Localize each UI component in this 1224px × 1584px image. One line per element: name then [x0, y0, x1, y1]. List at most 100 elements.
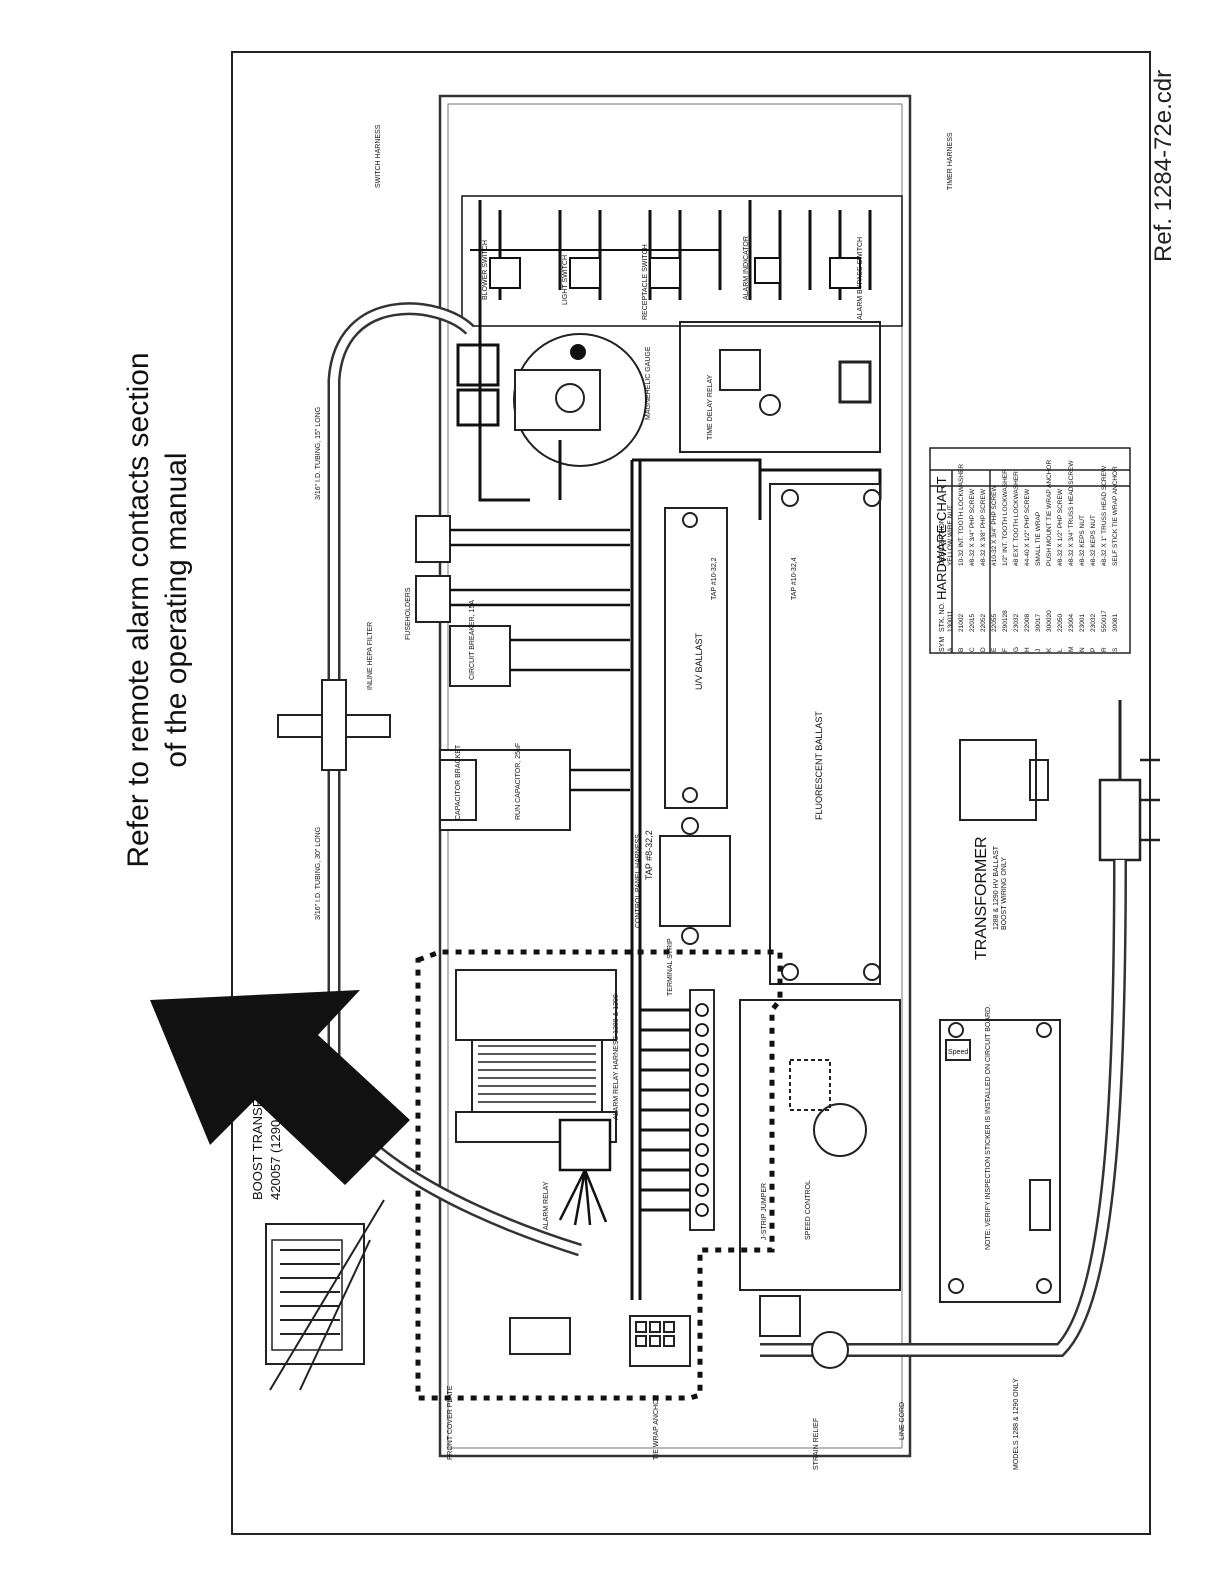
label-speed-button: Speed	[948, 1049, 968, 1056]
label-alarm-bypass-switch: ALARM BYPASS SWITCH	[857, 237, 864, 320]
hw-sym: M	[1068, 647, 1075, 652]
hw-desc: #8-32 KEPS NUT	[1079, 515, 1086, 566]
hw-stk: 22050	[1057, 614, 1064, 632]
hw-sym: R	[1101, 647, 1108, 652]
label-blower-switch: BLOWER SWITCH	[482, 240, 489, 300]
label-tubing-top: 3/16" I.D. TUBING, 15" LONG	[315, 407, 322, 500]
hw-header-stk: STK. NO.	[939, 602, 946, 632]
terminal-strip	[640, 989, 715, 1231]
alarm-relay	[558, 1118, 612, 1226]
label-hardware-chart: HARDWARE CHART	[934, 476, 949, 600]
line-cord-plug	[760, 700, 1160, 1357]
hw-sym: N	[1079, 647, 1086, 652]
label-magnehelic-gauge: MAGNEHELIC GAUGE	[645, 346, 652, 420]
hw-header-sym: SYM	[939, 637, 946, 652]
label-models: MODELS 1288 & 1290 ONLY	[1013, 1378, 1020, 1470]
hw-desc: #8-32 KEPS NUT	[1090, 515, 1097, 566]
label-capacitor-bracket: CAPACITOR BRACKET	[455, 744, 462, 820]
hw-stk: 22008	[1024, 614, 1031, 632]
alarm-contacts-note: Refer to remote alarm contacts section o…	[120, 250, 200, 970]
speed-control-pcb	[939, 1019, 1061, 1303]
hw-stk: 30017	[1035, 614, 1042, 632]
boost-transformer-drawing	[265, 1199, 385, 1391]
hw-desc: SMALL TIE WRAP	[1035, 512, 1042, 566]
label-tap-2: TAP #10-32,2	[711, 557, 718, 600]
hw-stk: 23001	[1079, 614, 1086, 632]
main-wiring-bus	[478, 320, 882, 1300]
hw-sym: D	[980, 647, 987, 652]
label-transformer-sub: 1288 & 1290 HV BALLAST	[993, 845, 1000, 930]
hw-sym: J	[1035, 649, 1042, 652]
external-transformer	[959, 739, 1049, 821]
hw-stk: 290128	[1002, 610, 1009, 632]
hw-stk: 21002	[958, 614, 965, 632]
hw-stk: 23004	[1068, 614, 1075, 632]
label-switch-harness: SWITCH HARNESS	[375, 124, 382, 188]
hw-sym: A	[947, 647, 954, 652]
hw-stk: 22052	[980, 614, 987, 632]
speed-control-board	[739, 999, 901, 1291]
fuseholders	[415, 515, 630, 687]
switch-harness-group	[461, 195, 903, 327]
label-transformer: TRANSFORMER	[973, 836, 990, 960]
hw-header-desc: DESCRIPTION	[939, 518, 946, 566]
bottom-connectors	[509, 1295, 849, 1369]
hw-sym: L	[1057, 648, 1064, 652]
hw-desc: YELLOW WIRE NUT	[947, 505, 954, 566]
label-strain-relief: STRAIN RELIEF	[813, 1418, 820, 1470]
label-control-panel-harness: CONTROL PANEL HARNESS	[635, 834, 642, 928]
hw-sym: S	[1112, 647, 1119, 652]
hw-sym: F	[1002, 648, 1009, 652]
alarm-contacts-note-line1: Refer to remote alarm contacts section	[122, 352, 155, 868]
label-tubing-bottom: 3/16" I.D. TUBING, 30" LONG	[315, 827, 322, 920]
hw-desc: #4-40 X 1/2" PHP SCREW	[1024, 488, 1031, 566]
label-fuseholders: FUSEHOLDERS	[405, 587, 412, 640]
hw-desc: #8 EXT. TOOTH LOCKWASHER	[1013, 471, 1020, 566]
label-front-cover-plate: FRONT COVER PLATE	[447, 1385, 454, 1460]
label-alarm-relay-harness: ALARM RELAY HARNESS 1288 & 1290	[613, 994, 620, 1120]
hw-stk: 23032	[1090, 614, 1097, 632]
hw-sym: E	[991, 647, 998, 652]
hw-sym: G	[1013, 647, 1020, 652]
callout-arrow	[150, 990, 410, 1185]
fluorescent-ballast	[769, 483, 881, 985]
hw-desc: #10-32 X 3/4" PHP SCREW	[991, 485, 998, 566]
label-terminal-strip: TERMINAL STRIP	[667, 938, 674, 996]
hw-stk: 130011	[947, 610, 954, 632]
boost-transformer-core	[455, 969, 617, 1143]
alarm-contacts-note-line2: of the operating manual	[160, 452, 193, 768]
label-timer-harness: TIMER HARNESS	[947, 132, 954, 190]
hw-sym: C	[969, 647, 976, 652]
label-speed-control: SPEED CONTROL	[805, 1180, 812, 1240]
label-circuit-breaker: CIRCUIT BREAKER, 15A	[469, 600, 476, 680]
label-alarm-indicator: ALARM INDICATOR	[743, 236, 750, 300]
hw-sym: P	[1090, 648, 1097, 652]
hw-desc: #8-32 X 1/2" PHP SCREW	[1057, 488, 1064, 566]
hw-stk: 300020	[1046, 610, 1053, 632]
blower-connector	[456, 343, 500, 427]
hw-desc: PUSH MOUNT TIE WRAP ANCHOR	[1046, 460, 1053, 566]
label-light-switch: LIGHT SWITCH	[562, 255, 569, 305]
label-line-cord: LINE CORD	[899, 1402, 906, 1440]
label-tap-3: TAP #10-32,4	[791, 557, 798, 600]
label-run-capacitor: RUN CAPACITOR, 25uF	[515, 743, 522, 820]
label-inline-hepa-filter: INLINE HEPA FILTER	[367, 622, 374, 690]
run-capacitor	[439, 749, 630, 831]
hw-desc: #8-32 X 1" TRUSS HEAD SCREW	[1101, 465, 1108, 566]
hw-stk: 550017	[1101, 610, 1108, 632]
hw-sym: H	[1024, 647, 1031, 652]
hw-sym: B	[958, 648, 965, 652]
magnehelic-gauge	[513, 333, 647, 467]
label-boost-transformer: BOOST TRANSFORMER	[250, 1051, 265, 1200]
reference-code: Ref. 1284-72e.cdr	[1150, 69, 1177, 262]
control-transformer	[659, 817, 731, 945]
hw-stk: 22055	[991, 614, 998, 632]
label-boost-transformer-sub: 420057 (1290 ONLY)	[268, 1077, 283, 1200]
label-j-strip: J-STRIP JUMPER	[761, 1183, 768, 1240]
hw-sym: K	[1046, 647, 1053, 652]
hw-desc: #8-32 X 3/4" PHP SCREW	[969, 488, 976, 566]
label-uv-ballast: U/V BALLAST	[694, 632, 704, 690]
